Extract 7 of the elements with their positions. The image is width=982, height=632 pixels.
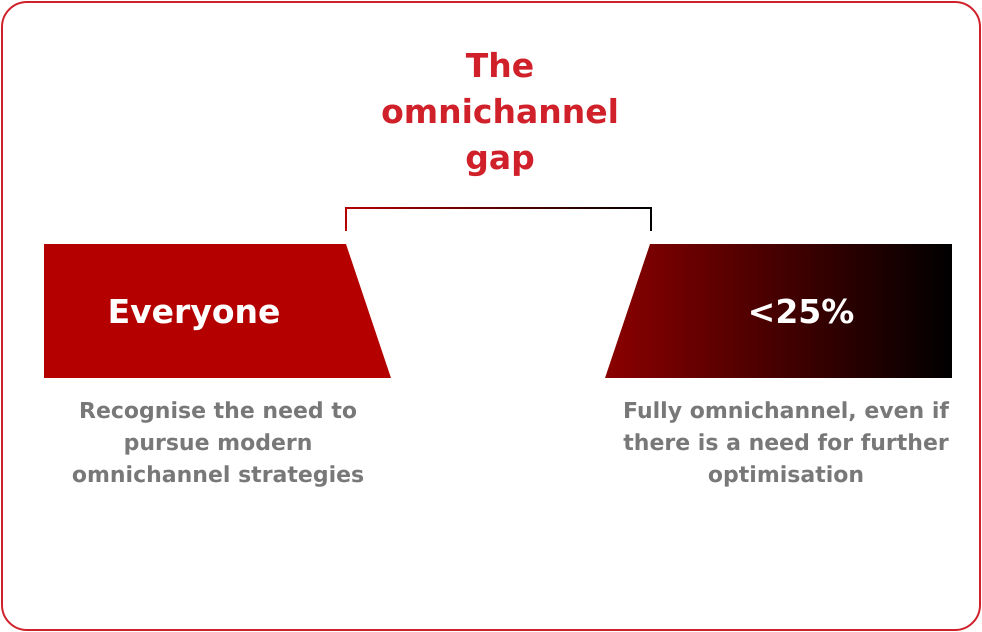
title: The omnichannel gap (380, 45, 620, 179)
trapezoid-shape (605, 244, 952, 378)
trapezoid-shape (44, 244, 391, 378)
shape-label: Everyone (108, 292, 280, 330)
caption-text: Fully omnichannel, even if there is a need for further optimisation (622, 398, 950, 490)
shape-label: <25% (748, 292, 854, 330)
caption-text: Recognise the need to pursue modern omnichannel strategies (70, 398, 366, 490)
